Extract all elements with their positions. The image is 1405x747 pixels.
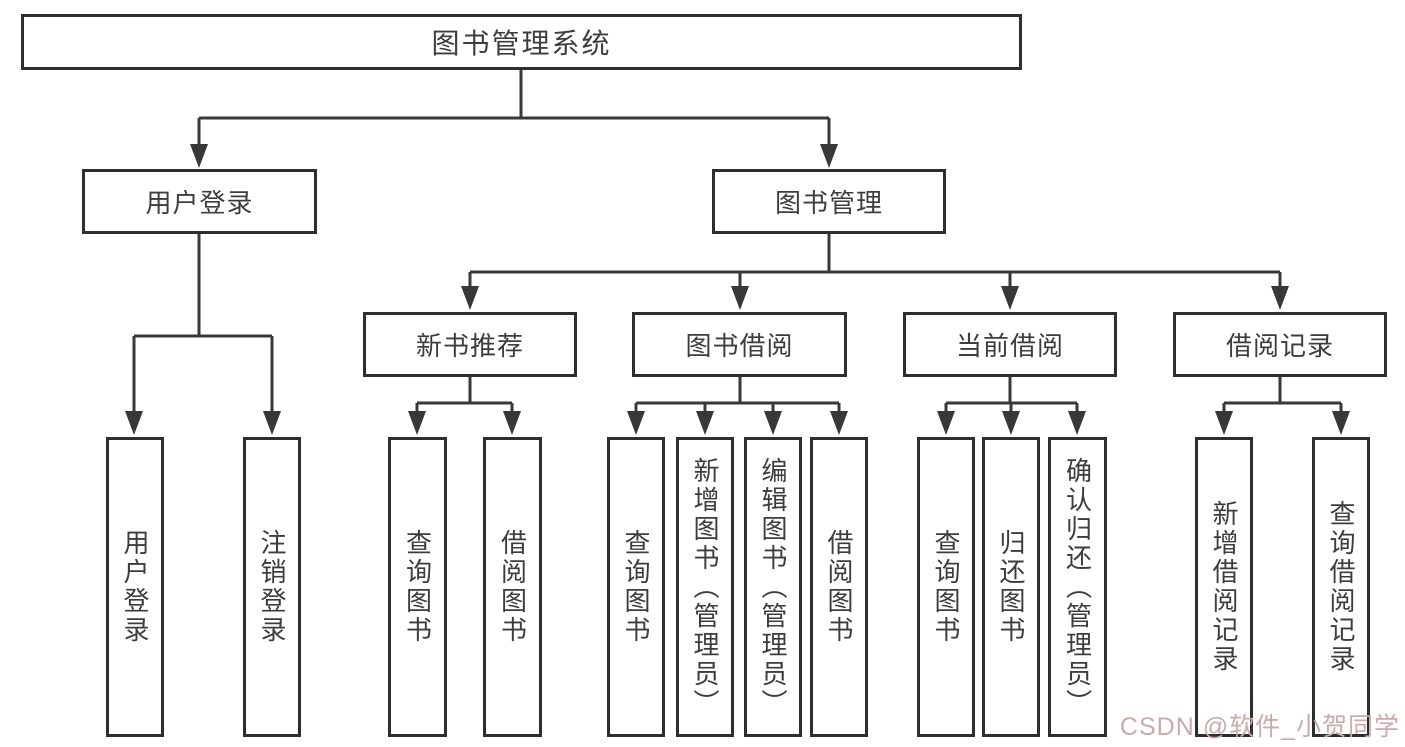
leaf-query-borrow-record: 查询借阅记录	[1312, 437, 1370, 737]
connector-user-login	[125, 233, 281, 435]
connector-current-borrow-lines	[944, 377, 1079, 412]
leaf-user-login-label: 用户登录	[120, 529, 150, 645]
arrow-down-icon	[731, 286, 749, 310]
leaf-borrow-books-2-label: 借阅图书	[824, 529, 854, 645]
leaf-confirm-return-admin: 确认归还（管理员）	[1048, 437, 1107, 737]
connector-root-lines	[197, 69, 831, 145]
arrow-down-icon	[408, 411, 426, 435]
leaf-logout-login: 注销登录	[243, 437, 301, 737]
connector-book-management-lines	[468, 233, 1282, 287]
leaf-borrow-books-1-label: 借阅图书	[497, 529, 528, 645]
connector-book-borrow	[627, 377, 848, 435]
connector-new-book-recommend	[408, 377, 521, 435]
leaf-edit-book-admin: 编辑图书（管理员）	[744, 437, 802, 737]
connector-current-borrow	[937, 377, 1086, 435]
arrow-down-icon	[263, 411, 281, 435]
leaf-confirm-return-admin-label: 确认归还（管理员）	[1062, 456, 1093, 718]
node-new-book-recommend: 新书推荐	[363, 312, 577, 377]
leaf-logout-login-label: 注销登录	[257, 529, 287, 645]
leaf-add-borrow-record: 新增借阅记录	[1195, 437, 1253, 737]
connector-root	[190, 69, 838, 168]
leaf-return-book: 归还图书	[982, 437, 1040, 737]
leaf-query-books-3: 查询图书	[917, 437, 975, 737]
node-library-system: 图书管理系统	[21, 14, 1022, 70]
leaf-query-books-2: 查询图书	[607, 437, 665, 737]
arrow-down-icon	[1215, 411, 1233, 435]
arrow-down-icon	[627, 411, 645, 435]
arrow-down-icon	[1001, 286, 1019, 310]
connector-borrow-records-lines	[1222, 377, 1343, 412]
leaf-return-book-label: 归还图书	[996, 529, 1026, 645]
node-current-borrow: 当前借阅	[903, 312, 1117, 377]
node-user-login: 用户登录	[82, 169, 317, 234]
connector-new-book-recommend-lines	[415, 377, 514, 412]
leaf-query-books-1-label: 查询图书	[402, 529, 433, 645]
watermark: CSDN @软件_小贺同学	[1119, 713, 1400, 741]
node-book-borrow: 图书借阅	[632, 312, 847, 377]
arrow-down-icon	[937, 411, 955, 435]
arrow-down-icon	[820, 144, 838, 168]
leaf-query-books-2-label: 查询图书	[621, 529, 651, 645]
arrow-down-icon	[190, 144, 208, 168]
node-borrow-records: 借阅记录	[1173, 312, 1387, 377]
arrow-down-icon	[696, 411, 714, 435]
leaf-add-book-admin: 新增图书（管理员）	[676, 437, 734, 737]
arrow-down-icon	[125, 411, 143, 435]
connector-book-management	[461, 233, 1289, 310]
leaf-user-login: 用户登录	[106, 437, 164, 737]
arrow-down-icon	[1271, 286, 1289, 310]
leaf-query-borrow-record-label: 查询借阅记录	[1326, 500, 1356, 674]
arrow-down-icon	[764, 411, 782, 435]
connector-user-login-lines	[132, 233, 274, 412]
arrow-down-icon	[461, 286, 479, 310]
arrow-down-icon	[503, 411, 521, 435]
arrow-down-icon	[830, 411, 848, 435]
leaf-add-book-admin-label: 新增图书（管理员）	[690, 456, 720, 718]
arrow-down-icon	[1332, 411, 1350, 435]
connector-book-borrow-lines	[634, 377, 841, 412]
connector-borrow-records	[1215, 377, 1350, 435]
arrow-down-icon	[1068, 411, 1086, 435]
arrow-down-icon	[1002, 411, 1020, 435]
leaf-query-books-1: 查询图书	[388, 437, 447, 737]
leaf-query-books-3-label: 查询图书	[931, 529, 961, 645]
leaf-edit-book-admin-label: 编辑图书（管理员）	[758, 456, 788, 718]
leaf-borrow-books-1: 借阅图书	[483, 437, 542, 737]
leaf-borrow-books-2: 借阅图书	[810, 437, 868, 737]
leaf-add-borrow-record-label: 新增借阅记录	[1209, 500, 1239, 674]
node-book-management: 图书管理	[712, 169, 946, 234]
